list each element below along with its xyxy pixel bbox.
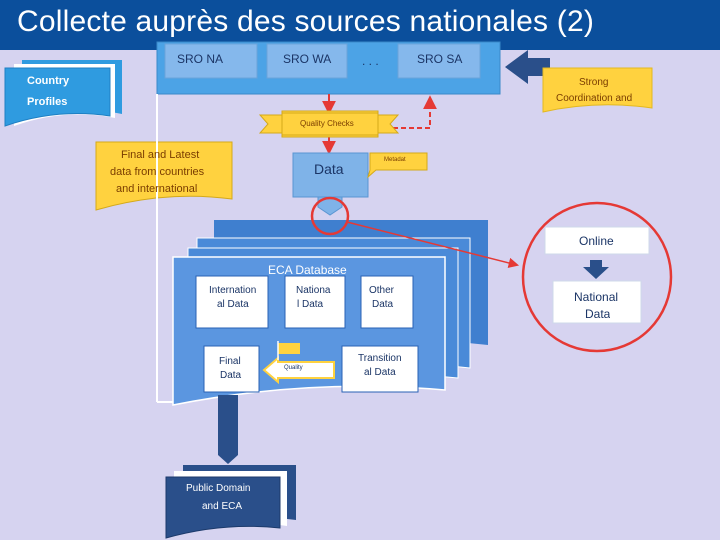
sro-box-sa — [397, 43, 481, 79]
online-down-arrow — [583, 260, 609, 279]
quality-checks-ribbon-center — [281, 112, 379, 136]
online-box — [544, 226, 650, 255]
national-data-online-box — [552, 280, 642, 324]
strong-coordination-line1: Strong — [579, 77, 609, 88]
public-domain-line2: and ECA — [202, 501, 243, 512]
international-data-line1: Internation — [209, 285, 257, 296]
other-data-line1: Other — [369, 285, 395, 296]
strong-coordination-shape — [542, 67, 653, 113]
highlight-circle — [310, 196, 350, 236]
sro-label-sa: SRO SA — [417, 52, 463, 66]
national-data-box — [284, 275, 346, 329]
coordination-arrow — [505, 50, 550, 84]
other-data-box — [360, 275, 414, 329]
final-data-line1: Final — [219, 356, 241, 367]
final-latest-line3: and international — [116, 183, 198, 192]
online-label: Online — [579, 234, 614, 248]
final-data-box — [203, 345, 260, 393]
sro-ellipsis: . . . — [362, 54, 379, 68]
country-profiles-line2: Profiles — [27, 96, 68, 108]
international-data-box — [195, 275, 269, 329]
data-to-db-chevron — [317, 196, 343, 216]
final-data-line2: Data — [220, 370, 242, 381]
other-data-line2: Data — [372, 299, 394, 310]
transitional-data-box — [341, 345, 419, 393]
country-profiles-doc — [4, 67, 111, 127]
public-domain-line1: Public Domain — [186, 483, 251, 494]
national-data-online-line2: Data — [585, 307, 611, 319]
country-profiles-line1: Country — [27, 75, 70, 87]
metadata-callout — [367, 152, 428, 179]
quality-label: Quality — [284, 365, 303, 371]
sro-box-na — [164, 43, 258, 79]
online-highlight-circle — [521, 201, 673, 353]
final-latest-line2: data from countries — [110, 166, 205, 178]
national-data-online-line1: National — [574, 290, 619, 304]
national-data-line2: l Data — [297, 299, 324, 310]
sro-label-na: SRO NA — [177, 52, 224, 66]
arrow-quality-return — [385, 95, 437, 129]
db-to-public-arrow — [218, 395, 238, 464]
arrow-to-online — [346, 221, 520, 269]
transitional-data-line2: al Data — [364, 367, 396, 378]
sro-box-wa — [266, 43, 348, 79]
final-latest-doc — [95, 141, 233, 211]
sro-label-wa: SRO WA — [283, 52, 332, 66]
international-data-line2: al Data — [217, 299, 249, 310]
public-domain-doc — [165, 476, 281, 539]
quality-checks-label: Quality Checks — [300, 119, 354, 128]
strong-coordination-line2: Coordination and — [556, 93, 633, 104]
national-data-line1: Nationa — [296, 285, 331, 296]
final-latest-line1: Final and Latest — [121, 149, 200, 161]
metadata-label: Metadat — [384, 157, 406, 163]
quality-flag — [278, 343, 300, 354]
eca-database-title: ECA Database — [268, 263, 347, 277]
slide-title: Collecte auprès des sources nationales (… — [17, 5, 595, 38]
data-box-label: Data — [314, 161, 344, 177]
transitional-data-line1: Transition — [358, 353, 402, 364]
